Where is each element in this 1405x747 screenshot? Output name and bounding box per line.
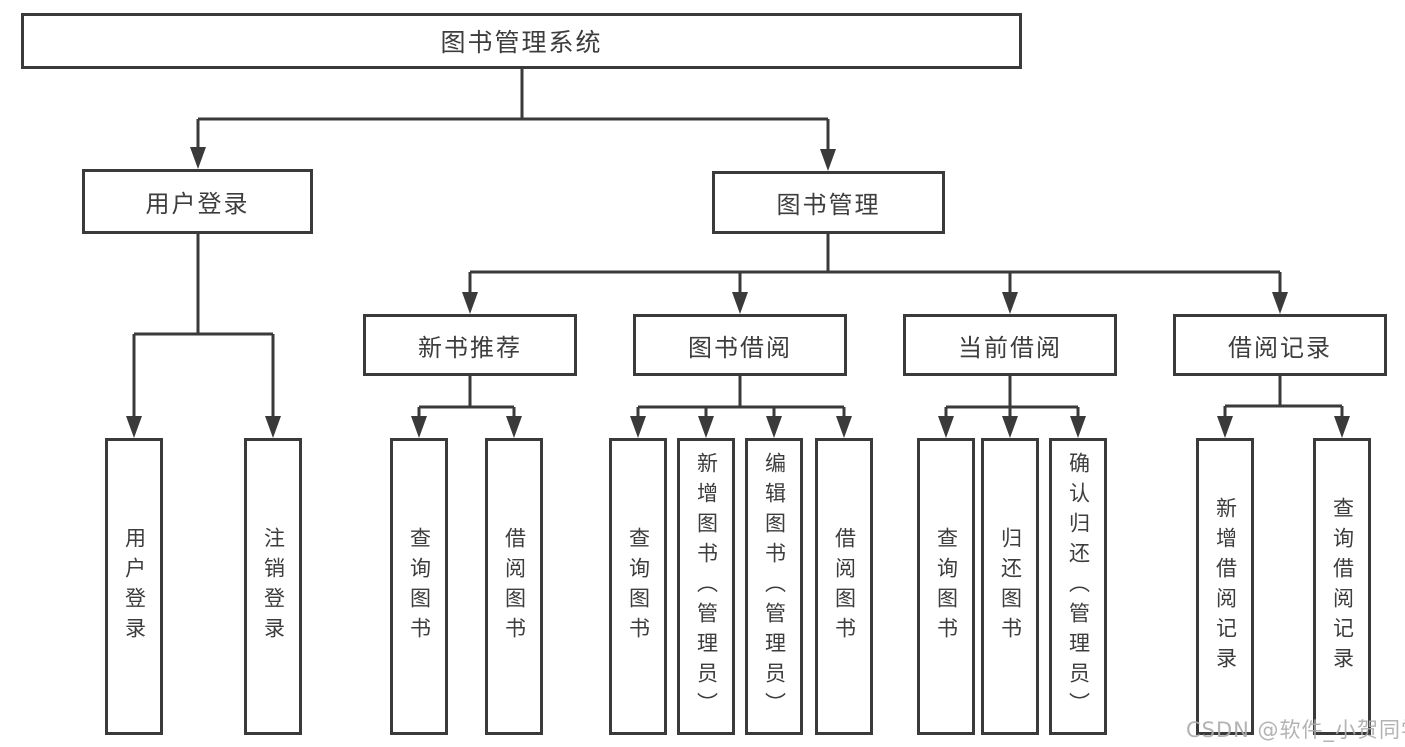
leaf-label: 查询图书: [407, 526, 432, 647]
arrowheads: [126, 147, 1350, 438]
leaf-label: 用户登录: [122, 526, 147, 647]
node-label: 当前借阅: [958, 333, 1062, 362]
node-current-borrowing: 当前借阅: [903, 314, 1117, 376]
node-book-borrowing: 图书借阅: [633, 314, 847, 376]
node-label: 图书管理系统: [440, 28, 603, 57]
leaf-query-books-current: 查询图书: [917, 438, 975, 735]
leaf-return-books: 归还图书: [981, 438, 1039, 735]
leaf-label: 编辑图书（管理员）: [762, 451, 787, 722]
leaf-add-borrow-record: 新增借阅记录: [1196, 438, 1254, 735]
leaf-label: 注销登录: [261, 526, 286, 647]
node-label: 图书借阅: [688, 333, 792, 362]
csdn-watermark: CSDN @软件_小贺同学: [1186, 718, 1405, 742]
leaf-label: 新增图书（管理员）: [694, 451, 719, 722]
leaf-add-books-admin: 新增图书（管理员）: [677, 438, 735, 735]
leaf-label: 借阅图书: [502, 526, 527, 647]
node-book-management: 图书管理: [712, 171, 945, 234]
connector-path: [132, 69, 1344, 418]
leaf-logout: 注销登录: [244, 438, 302, 735]
leaf-query-books-recommend: 查询图书: [390, 438, 448, 735]
leaf-label: 查询图书: [626, 526, 651, 647]
node-new-book-recommendation: 新书推荐: [363, 314, 577, 376]
node-label: 借阅记录: [1228, 333, 1332, 362]
leaf-label: 归还图书: [998, 526, 1023, 647]
leaf-label: 查询借阅记录: [1330, 496, 1355, 677]
node-user-login: 用户登录: [82, 169, 313, 234]
leaf-label: 查询图书: [934, 526, 959, 647]
leaf-borrow-books: 借阅图书: [815, 438, 873, 735]
node-label: 用户登录: [145, 190, 250, 218]
leaf-edit-books-admin: 编辑图书（管理员）: [745, 438, 803, 735]
leaf-label: 新增借阅记录: [1213, 496, 1238, 677]
leaf-user-login: 用户登录: [105, 438, 163, 735]
node-borrowing-records: 借阅记录: [1173, 314, 1387, 376]
node-label: 新书推荐: [418, 333, 522, 362]
leaf-label: 确认归还（管理员）: [1066, 451, 1091, 722]
leaf-label: 借阅图书: [832, 526, 857, 647]
leaf-query-books-borrow: 查询图书: [609, 438, 667, 735]
node-label: 图书管理: [776, 191, 881, 219]
leaf-query-borrow-record: 查询借阅记录: [1313, 438, 1371, 735]
leaf-confirm-return-admin: 确认归还（管理员）: [1049, 438, 1107, 735]
leaf-borrow-books-recommend: 借阅图书: [485, 438, 543, 735]
node-library-management-system: 图书管理系统: [21, 13, 1022, 69]
